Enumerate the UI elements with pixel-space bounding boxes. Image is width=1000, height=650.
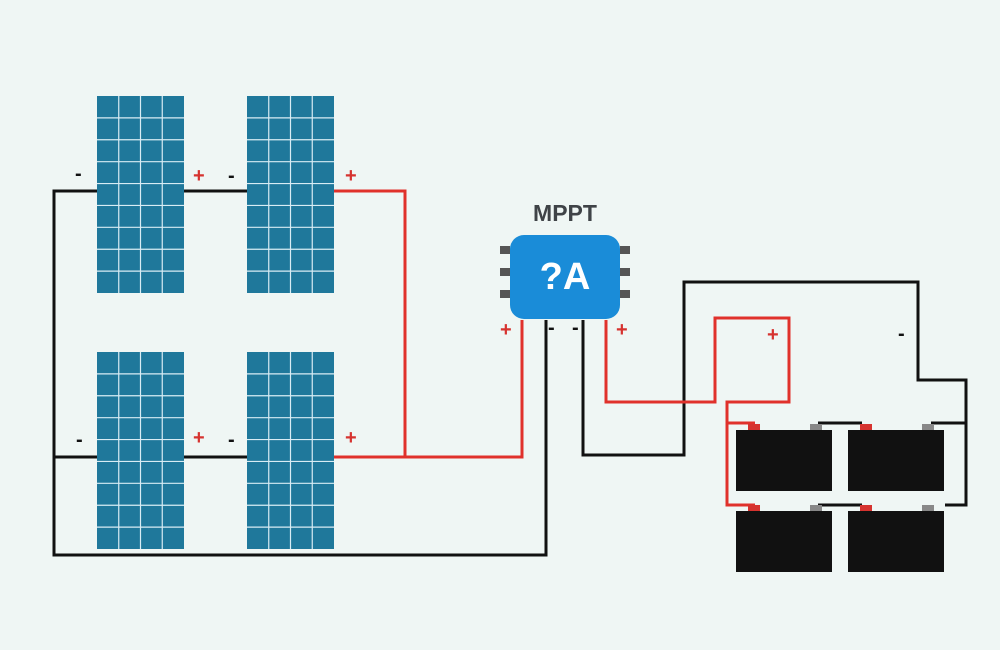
panel2-negative-label: - [228,165,235,187]
battery-bank-negative-label: - [898,323,905,345]
pin-right-2 [620,268,630,276]
battery-bank [736,424,944,572]
battery-positive-terminal [860,424,872,430]
wire-battery-link-pos-left [725,423,755,507]
pin-right-3 [620,290,630,298]
pin-right-1 [620,246,630,254]
panel1-positive-label: + [193,165,205,187]
controller-pins [500,246,630,298]
solar-array [97,96,334,549]
battery-body [848,430,944,491]
battery-positive-terminal [748,505,760,511]
battery-negative-terminal [810,424,822,430]
panel4-positive-label: + [345,427,357,449]
mppt-current-reading: ?A [539,256,591,298]
solar-panel-1 [97,96,184,293]
wire-pos-array-controller [333,320,524,459]
pin-left-3 [500,290,510,298]
panel1-negative-label: - [75,163,82,185]
battery-3 [736,505,832,572]
mppt-batt-positive-label: + [616,319,628,341]
solar-panel-2 [247,96,334,293]
mppt-pv-negative-label: - [548,317,555,339]
battery-body [848,511,944,572]
battery-4 [848,505,944,572]
battery-bank-positive-label: + [767,324,779,346]
pin-left-2 [500,268,510,276]
panel3-positive-label: + [193,427,205,449]
wire-pos-controller-battery [604,316,791,425]
battery-body [736,430,832,491]
solar-panel-4 [247,352,334,549]
mppt-batt-negative-label: - [572,317,579,339]
panel3-negative-label: - [76,429,83,451]
panel2-positive-label: + [345,165,357,187]
battery-negative-terminal [922,505,934,511]
battery-1 [736,424,832,491]
solar-panel-3 [97,352,184,549]
mppt-controller [510,235,620,319]
wire-neg-controller-battery [581,280,968,507]
panel4-negative-label: - [228,429,235,451]
battery-positive-terminal [860,505,872,511]
battery-2 [848,424,944,491]
wire-neg-array-return [52,189,548,557]
negative-wiring [52,189,968,557]
wire-pos-top-string [333,189,407,457]
battery-body [736,511,832,572]
pin-left-1 [500,246,510,254]
mppt-label: MPPT [533,200,597,226]
battery-negative-terminal [922,424,934,430]
battery-positive-terminal [748,424,760,430]
positive-wiring [333,189,791,507]
mppt-pv-positive-label: + [500,319,512,341]
battery-negative-terminal [810,505,822,511]
